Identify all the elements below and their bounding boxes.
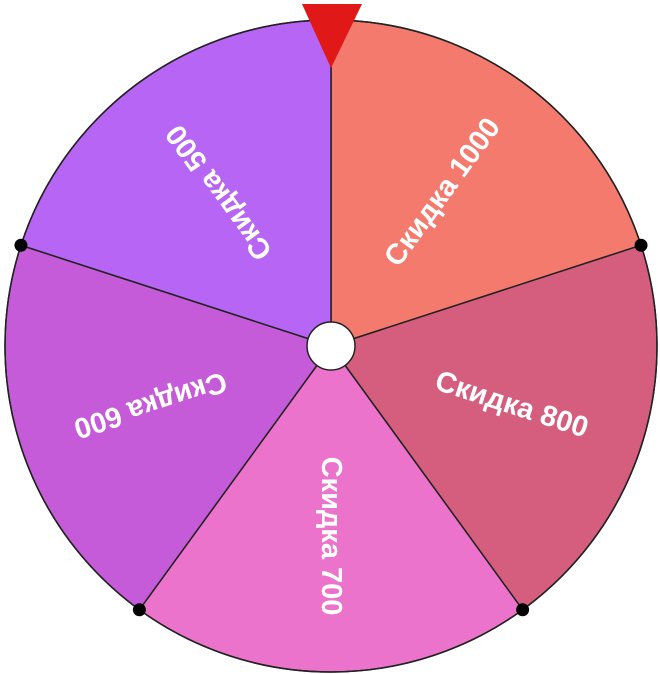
wheel-peg bbox=[634, 238, 648, 252]
pointer-arrow-icon bbox=[302, 4, 362, 68]
wheel-hub[interactable] bbox=[306, 321, 356, 371]
wheel-pegs bbox=[14, 238, 648, 617]
wheel-peg bbox=[14, 238, 28, 252]
segment-label: Скидка 700 bbox=[315, 457, 347, 616]
wheel-peg bbox=[132, 603, 146, 617]
wheel-peg bbox=[516, 603, 530, 617]
